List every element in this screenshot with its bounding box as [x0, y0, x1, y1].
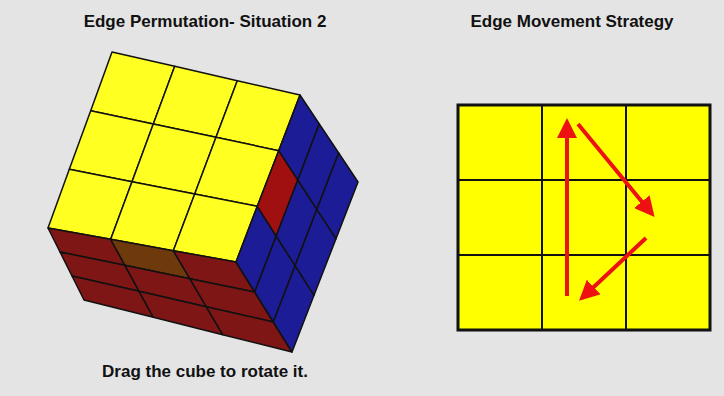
caption: Drag the cube to rotate it.: [102, 362, 308, 382]
cube: [48, 52, 358, 352]
cube-sticker: [317, 153, 358, 239]
movement-arrows: [567, 122, 652, 298]
strategy-grid: [458, 105, 710, 330]
title: Edge Permutation- Situation 2: [84, 12, 327, 32]
panel-heading: Edge Movement Strategy: [470, 12, 673, 32]
